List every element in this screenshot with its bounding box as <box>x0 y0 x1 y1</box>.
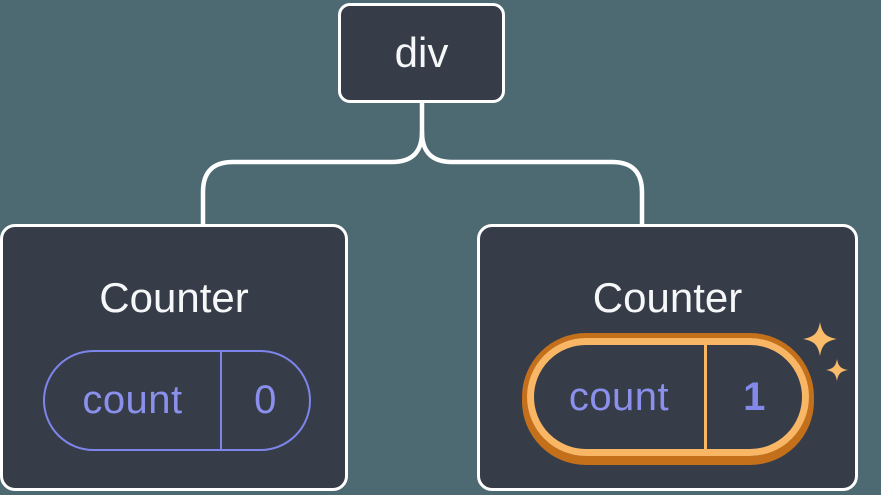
state-key: count <box>45 352 222 449</box>
counter-title: Counter <box>592 274 743 321</box>
counter-card-right: Counter count 1 <box>477 224 858 491</box>
sparkles-icon <box>803 322 848 381</box>
state-pill: count 0 <box>43 350 311 451</box>
state-key: count <box>534 345 707 449</box>
root-node-div: div <box>338 3 505 103</box>
connector-left-branch <box>200 98 425 229</box>
root-node-label: div <box>394 29 449 76</box>
state-value: 0 <box>254 378 277 422</box>
counter-card-left: Counter count 0 <box>0 224 348 491</box>
state-pill-highlighted: count 1 <box>527 338 809 456</box>
connector-right-branch <box>419 129 645 229</box>
state-value: 1 <box>743 374 766 419</box>
counter-title: Counter <box>99 274 249 321</box>
